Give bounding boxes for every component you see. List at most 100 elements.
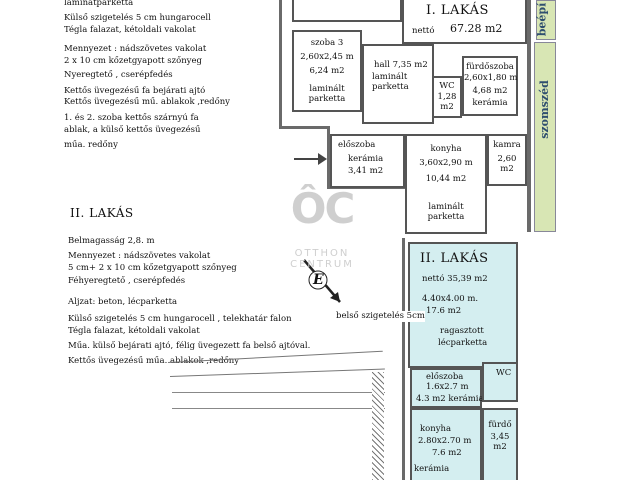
room-area: 7.6 m2 xyxy=(432,448,462,458)
room-name: WC xyxy=(439,81,455,91)
room-name: kamra xyxy=(493,140,521,150)
spec-line: ablak, a külső kettős üvegezésű xyxy=(64,125,201,135)
room-wc2: WC xyxy=(482,362,518,402)
room-area: 4.3 m2 kerámia xyxy=(416,394,484,404)
room-floor: parketta xyxy=(372,82,409,92)
spec-line: Belmagasság 2,8. m xyxy=(68,236,155,246)
room-name: előszoba xyxy=(338,140,376,150)
room-area: 4,68 m2 xyxy=(472,86,508,96)
szomszed-label: szomszéd xyxy=(537,80,551,139)
apt1-summary: I. LAKÁS nettó 67.28 m2 xyxy=(402,0,527,44)
beep-strip: beépí xyxy=(535,0,556,40)
room-furdo2: fürdő 3,45 m2 xyxy=(482,408,518,480)
room-floor: laminált xyxy=(309,84,345,94)
room-hall: hall 7,35 m2 laminált parketta xyxy=(362,44,434,124)
spec-line: Mennyezet : nádszövetes vakolat xyxy=(68,251,211,261)
room-floor: kerámia xyxy=(414,464,450,474)
room-konyha2: konyha 2.80x2.70 m 7.6 m2 kerámia xyxy=(410,408,482,480)
spec-line: 5 cm+ 2 x 10 cm kőzetgyapott szőnyeg xyxy=(68,263,237,273)
room-apt2-main: II. LAKÁS nettó 35,39 m2 4.40x4.00 m. 17… xyxy=(408,242,518,368)
room-name: konyha xyxy=(420,424,452,434)
room-name: szoba 3 xyxy=(310,38,344,48)
wall xyxy=(402,238,405,480)
neighbour-strip: szomszéd xyxy=(534,42,556,232)
wall xyxy=(327,126,330,188)
spec-line: Külső szigetelés 5 cm hungarocell xyxy=(64,13,211,23)
room-area: 10,44 m2 xyxy=(425,174,467,184)
room-area: 3,41 m2 xyxy=(348,166,384,176)
room-name: előszoba xyxy=(426,372,464,382)
entry-arrow xyxy=(294,158,320,160)
room-floor: ragasztott xyxy=(440,326,484,336)
spec-line: Féhyeregtető , cserépfedés xyxy=(68,276,186,286)
room-konyha1: konyha 3,60x2,90 m 10,44 m2 laminált par… xyxy=(405,134,487,234)
compass-letter: E xyxy=(313,272,324,288)
spec-line: Tégla falazat, kétoldali vakolat xyxy=(68,326,200,336)
spec-line: Kettős üvegezésű műa. ablakok ,redőny xyxy=(68,356,240,366)
spec-line: Kettős üvegezésű mű. ablakok ,redőny xyxy=(64,97,230,107)
room-area-unit: m2 xyxy=(493,442,507,452)
apt1-netto-label: nettó xyxy=(412,26,435,36)
apt2-netto: nettó 35,39 m2 xyxy=(422,274,488,284)
room-floor: laminált xyxy=(428,202,464,212)
room-eloszoba1: előszoba kerámia 3,41 m2 xyxy=(330,134,405,188)
room-name: fürdőszoba xyxy=(466,62,514,72)
room-area: 2,60 xyxy=(497,154,517,164)
room-area: 1,28 xyxy=(437,92,457,102)
spec-line: Nyereg​tető , cserépfedés xyxy=(64,70,173,80)
spec-line: műa. redőny xyxy=(64,140,118,150)
room-top-left xyxy=(292,0,402,22)
spec-line: Külső szigetelés 5 cm hungarocell , tele… xyxy=(68,314,292,324)
room-name: WC xyxy=(496,368,512,378)
spec-line: laminátparketta xyxy=(64,0,134,8)
wall xyxy=(527,0,531,232)
room-eloszoba2: előszoba 1.6x2.7 m 4.3 m2 kerámia xyxy=(410,368,484,408)
entry-arrow-head xyxy=(318,153,327,165)
spec-line: Tégla falazat, kétoldali vakolat xyxy=(64,25,196,35)
room-floor: laminált xyxy=(372,72,408,82)
wall xyxy=(279,0,282,128)
spec-line: Aljzat: beton, lécparketta xyxy=(68,297,178,307)
room-name: konyha xyxy=(430,144,462,154)
belso-szigeteles-label: belső szigetelés 5cm xyxy=(336,311,425,322)
room-floor: parketta xyxy=(427,212,465,222)
guide-line xyxy=(172,392,385,393)
room-floor: kerámia xyxy=(348,154,384,164)
room-kamra: kamra 2,60 m2 xyxy=(487,134,527,186)
room-size: 2.80x2.70 m xyxy=(418,436,472,446)
watermark: ÔC OTTHON CENTRUM xyxy=(282,184,362,294)
room-size: 3,60x2,90 m xyxy=(419,158,473,168)
apt2-heading: II. LAKÁS xyxy=(70,206,134,220)
room-szoba3: szoba 3 2,60x2,45 m 6,24 m2 laminált par… xyxy=(292,30,362,112)
room-area: 17.6 m2 xyxy=(426,306,462,316)
spec-line: 1. és 2. szoba kettős szárnyú fa xyxy=(64,113,199,123)
room-area: 3,45 xyxy=(490,432,510,442)
beep-label: beépí xyxy=(535,2,549,37)
compass-icon xyxy=(303,259,341,303)
room-floor: kerámia xyxy=(472,98,508,108)
room-wc1: WC 1,28 m2 xyxy=(432,76,462,118)
room-area-unit: m2 xyxy=(500,164,514,174)
guide-line xyxy=(169,368,385,377)
apt1-title: I. LAKÁS xyxy=(426,3,489,18)
apt1-netto-value: 67.28 m2 xyxy=(450,22,503,35)
wall-hatch xyxy=(372,372,384,480)
apt2-title: II. LAKÁS xyxy=(420,251,489,266)
watermark-logo: ÔC xyxy=(290,184,356,233)
room-name: hall 7,35 m2 xyxy=(374,60,428,70)
room-floor: lécparketta xyxy=(438,338,488,348)
room-size: 4.40x4.00 m. xyxy=(422,294,479,304)
spec-line: Műa. külső bejárati ajtó, félig üvegezet… xyxy=(68,341,311,351)
room-size: 2,60x2,45 m xyxy=(300,52,354,62)
room-name: fürdő xyxy=(488,420,512,430)
room-floor: parketta xyxy=(308,94,346,104)
room-area: 6,24 m2 xyxy=(309,66,345,76)
spec-line: 2 x 10 cm kőzetgyapott szőnyeg xyxy=(64,56,202,66)
watermark-line1: OTTHON xyxy=(294,248,350,259)
spec-line: Mennyezet : nádszövetes vakolat xyxy=(64,44,207,54)
room-size: 2,60x1,80 m xyxy=(464,73,518,83)
room-area-unit: m2 xyxy=(440,102,454,112)
guide-line xyxy=(172,408,385,409)
watermark-line2: CENTRUM xyxy=(290,259,354,270)
wall xyxy=(279,126,329,129)
